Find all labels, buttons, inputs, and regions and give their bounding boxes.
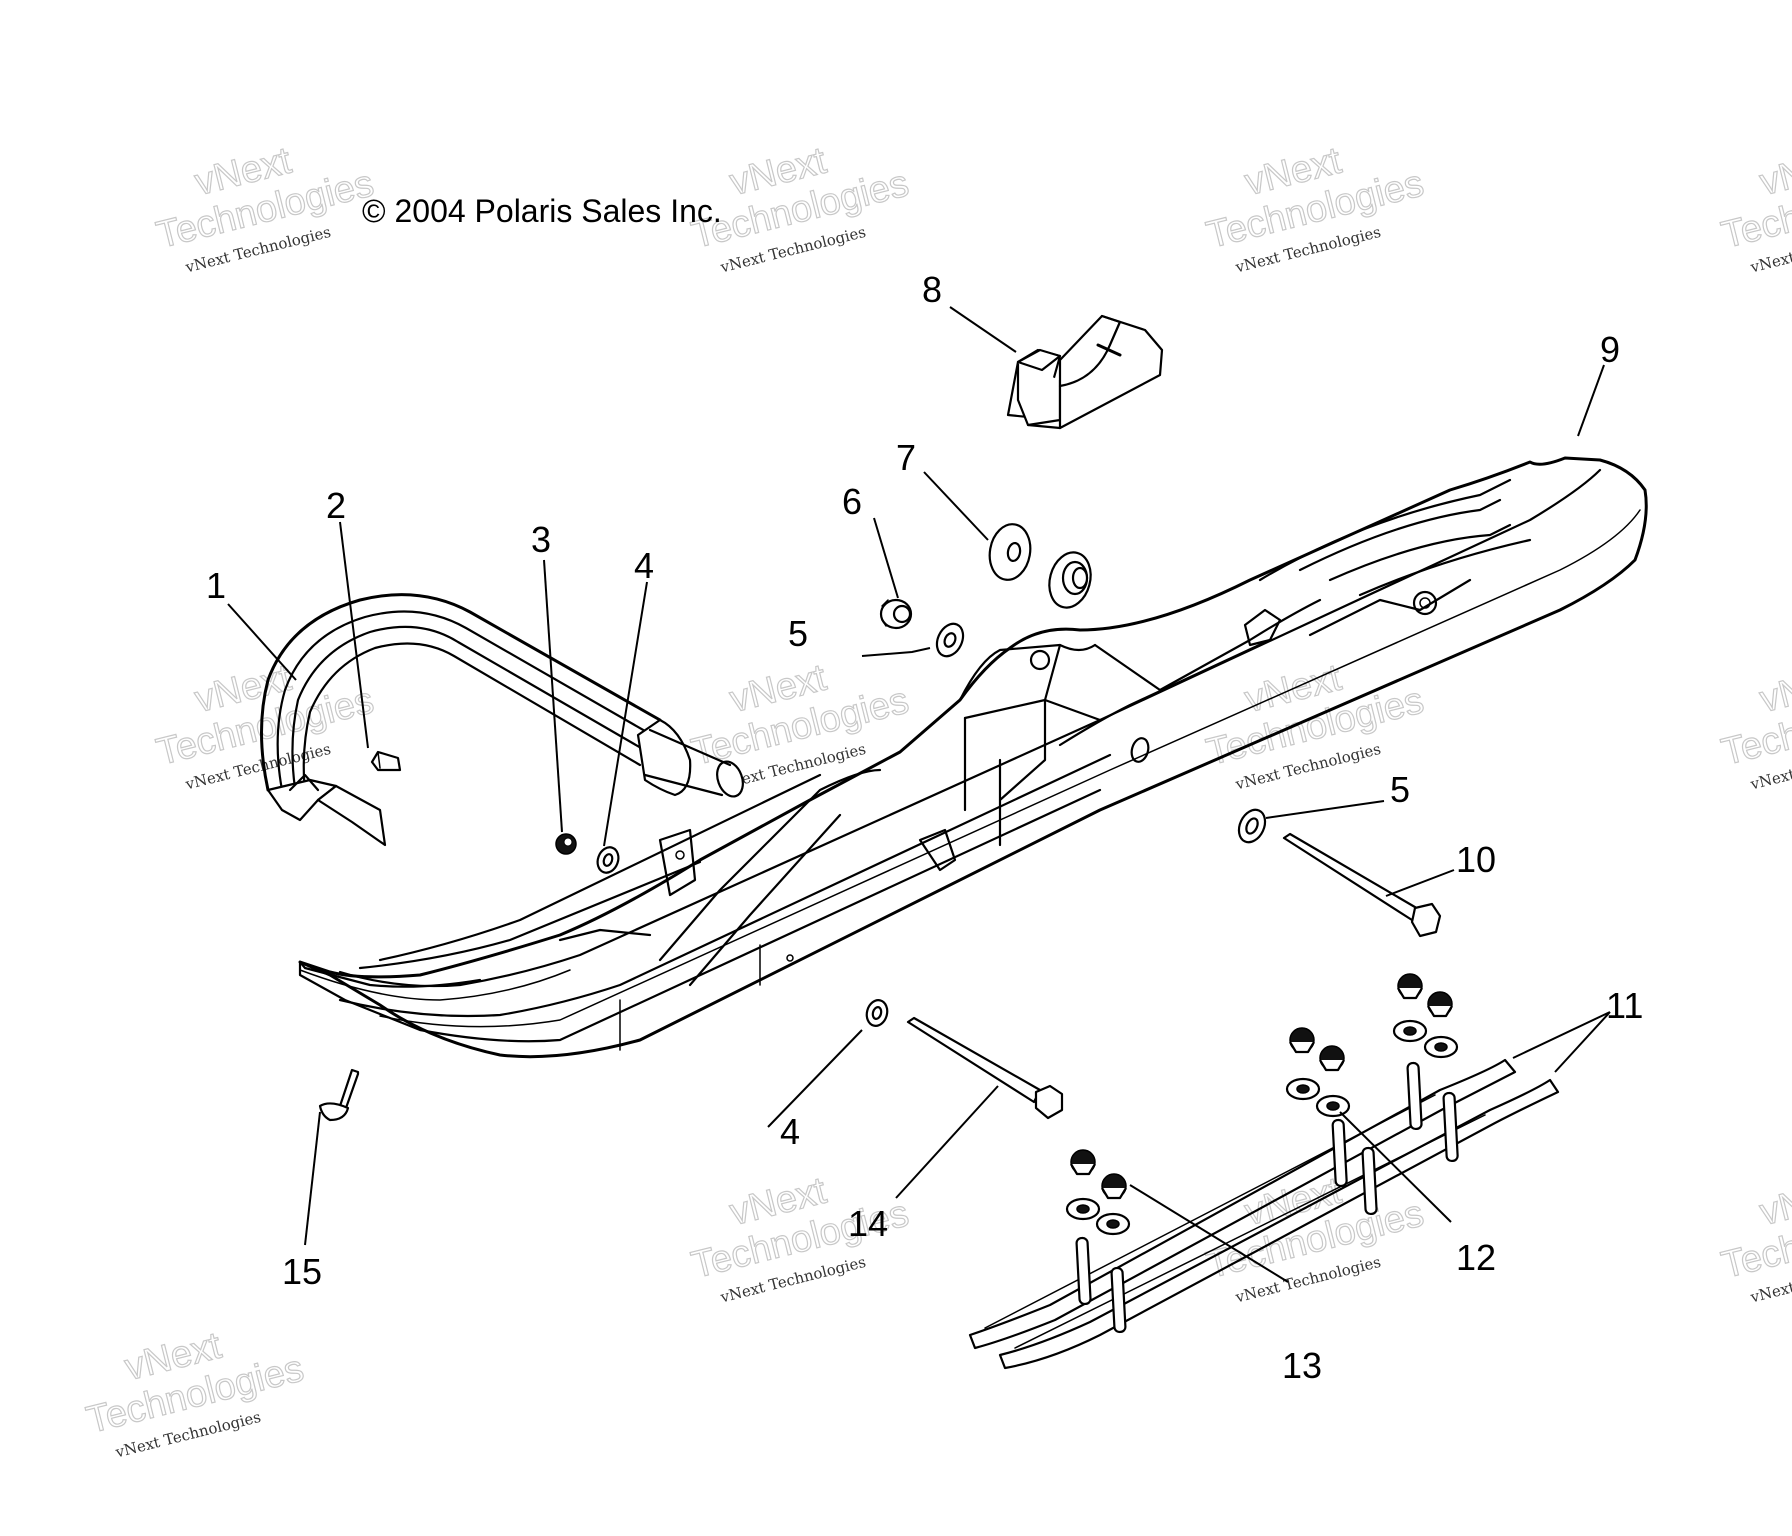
washer-hole[interactable]	[1106, 1219, 1120, 1229]
callout-8[interactable]: 8	[922, 269, 942, 310]
part-wear-bars[interactable]	[968, 1058, 1560, 1370]
nut-hex[interactable]	[1289, 1041, 1315, 1054]
callout-5-right[interactable]: 5	[1390, 769, 1410, 810]
part-handle-nut[interactable]	[555, 833, 577, 855]
callout-4-upper[interactable]: 4	[634, 545, 654, 586]
callout-11[interactable]: 11	[1606, 985, 1643, 1026]
part-handle-bolt[interactable]	[906, 1016, 1064, 1120]
washer-hole[interactable]	[1403, 1026, 1417, 1036]
callout-4-lower[interactable]: 4	[780, 1111, 800, 1152]
callout-12[interactable]: 12	[1456, 1237, 1496, 1278]
nut-hex[interactable]	[1427, 1005, 1453, 1018]
nut-hex[interactable]	[1101, 1187, 1127, 1200]
part-ski[interactable]	[298, 456, 1648, 1059]
watermark-big-top: vNext	[1756, 140, 1792, 204]
part-bushing[interactable]	[985, 521, 1096, 612]
callout-9[interactable]: 9	[1600, 329, 1620, 370]
washer-hole[interactable]	[1296, 1084, 1310, 1094]
callout-5-upper[interactable]: 5	[788, 613, 808, 654]
part-washer-right[interactable]	[1234, 806, 1270, 847]
washer-hole[interactable]	[1076, 1204, 1090, 1214]
callout-3[interactable]: 3	[531, 519, 551, 560]
watermark-big-top: vNext	[1756, 657, 1792, 721]
callout-10[interactable]: 10	[1456, 839, 1496, 880]
callout-1[interactable]: 1	[206, 565, 226, 606]
part-ski-loop-handle[interactable]	[260, 593, 748, 847]
wear-bar-studs	[1075, 1061, 1459, 1334]
callout-13[interactable]: 13	[1282, 1345, 1322, 1386]
part-rivet[interactable]	[318, 1068, 360, 1122]
part-spindle-bolt[interactable]	[1282, 832, 1442, 938]
copyright-text: © 2004 Polaris Sales Inc.	[362, 193, 722, 229]
washer-hole[interactable]	[1434, 1042, 1448, 1052]
callout-6[interactable]: 6	[842, 481, 862, 522]
nut-hex[interactable]	[1319, 1059, 1345, 1072]
nut-hex[interactable]	[1070, 1163, 1096, 1176]
nut-hex[interactable]	[1397, 987, 1423, 1000]
callout-7[interactable]: 7	[896, 437, 916, 478]
washer-hole[interactable]	[1326, 1101, 1340, 1111]
callout-2[interactable]: 2	[326, 485, 346, 526]
part-handle-clip[interactable]	[370, 750, 402, 772]
leader-lines	[227, 306, 1611, 1283]
callout-labels: 1 2 3 4 4 5 5 6 7 8 9 10 11 12 13 14 15	[206, 269, 1643, 1386]
callout-14[interactable]: 14	[848, 1203, 888, 1244]
part-washer[interactable]	[864, 998, 890, 1028]
watermark-big-top: vNext	[1756, 1170, 1792, 1234]
callout-15[interactable]: 15	[282, 1251, 322, 1292]
part-spindle-stop-block[interactable]	[1006, 314, 1164, 430]
part-washer-upper[interactable]	[932, 620, 968, 661]
part-wear-bar-nuts-washers[interactable]	[1065, 973, 1459, 1236]
part-handle-washer[interactable]	[594, 844, 622, 875]
part-lock-nut[interactable]	[879, 598, 913, 630]
